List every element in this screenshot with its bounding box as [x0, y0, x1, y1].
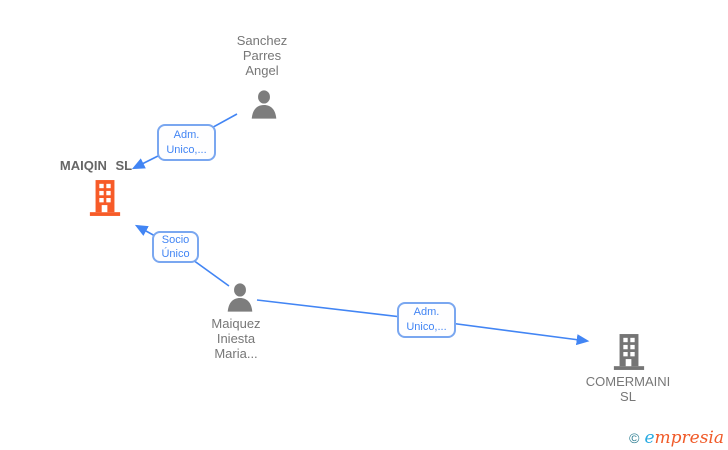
empresia-logo[interactable]: © e mpresia	[629, 429, 724, 447]
brand-text-e: e	[644, 428, 655, 448]
brand-text-mpresia: mpresia	[654, 428, 725, 448]
edge-label-adm-unico-sanchez[interactable]: Adm. Unico,...	[157, 124, 216, 161]
copyright-icon: ©	[629, 430, 640, 446]
node-label-sanchez-parres-angel[interactable]: Sanchez Parres Angel	[236, 33, 288, 78]
building-icon	[613, 334, 645, 370]
node-company-maiqin[interactable]	[88, 180, 122, 216]
building-icon	[89, 180, 121, 216]
person-icon	[251, 90, 277, 119]
person-icon	[227, 283, 253, 312]
node-label-maiquez-iniesta-maria[interactable]: Maiquez Iniesta Maria...	[211, 316, 261, 361]
node-company-comermaini[interactable]	[612, 334, 646, 370]
edge-label-socio-unico[interactable]: Socio Único	[152, 231, 199, 263]
node-label-comermaini-sl[interactable]: COMERMAINI SL	[585, 374, 671, 404]
node-label-maiqin-sl[interactable]: MAIQIN SL	[59, 158, 133, 173]
edge-label-adm-unico-maiquez[interactable]: Adm. Unico,...	[397, 302, 456, 338]
node-person-maiquez[interactable]	[223, 283, 257, 312]
node-person-sanchez[interactable]	[247, 90, 281, 119]
